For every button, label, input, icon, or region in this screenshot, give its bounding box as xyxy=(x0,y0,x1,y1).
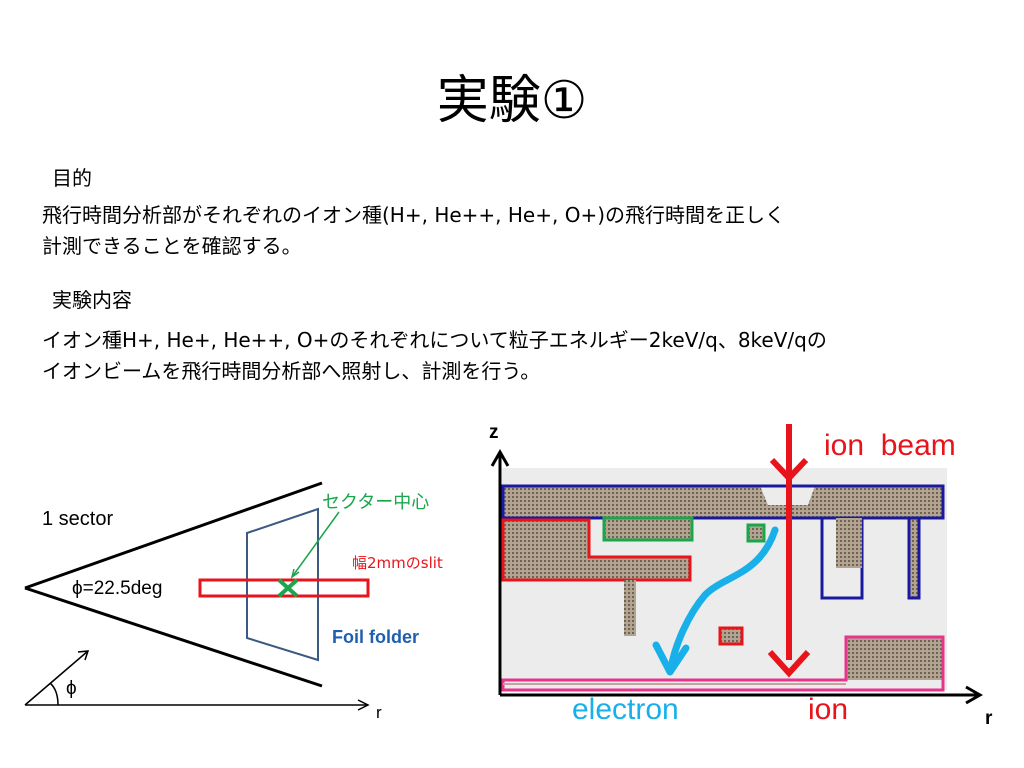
phi-ray xyxy=(24,650,89,706)
center-pointer-line xyxy=(291,511,340,578)
slit-rect xyxy=(198,578,370,598)
ion-label: ion xyxy=(808,693,848,726)
vertical-post xyxy=(624,580,636,636)
ion-beam-label: ion beam xyxy=(824,429,956,462)
sector-center-marker xyxy=(277,578,299,598)
phi-ray-arrowhead xyxy=(77,650,90,661)
slide-title: 実験① xyxy=(436,71,588,131)
sector-lower-edge xyxy=(24,586,323,688)
ion-beam-arrowhead-top xyxy=(769,457,809,483)
green-box-hatch xyxy=(604,518,692,540)
right-r-axis-arrowhead xyxy=(965,685,984,705)
purpose-heading: 目的 xyxy=(52,166,92,190)
z-axis-arrowhead xyxy=(490,448,510,467)
small-red-square xyxy=(718,626,744,646)
phi-arc xyxy=(49,682,59,706)
sector-label: 1 sector xyxy=(42,508,113,530)
content-heading: 実験内容 xyxy=(52,288,132,312)
left-r-axis-label: r xyxy=(376,703,382,722)
right-r-axis-label: r xyxy=(985,708,993,729)
top-plate xyxy=(503,486,943,518)
ion-arrowhead-bottom xyxy=(767,649,811,678)
blue-post xyxy=(907,516,921,600)
r-axis-arrowhead xyxy=(357,699,370,711)
blue-chamber-hatch xyxy=(836,518,862,568)
sector-center-label: セクター中心 xyxy=(322,492,429,513)
top-plate-outline xyxy=(501,484,945,520)
green-box xyxy=(602,516,694,542)
phi-symbol-label: ϕ xyxy=(66,678,77,699)
electron-label: electron xyxy=(572,693,679,726)
content-line-1: イオン種H+, He+, He++, O+のそれぞれについて粒子エネルギー2ke… xyxy=(42,328,827,352)
small-green-square xyxy=(746,523,766,543)
foil-folder-label: Foil folder xyxy=(332,627,419,647)
left-red-structure xyxy=(501,518,692,582)
center-pointer-head xyxy=(290,568,300,579)
sector-upper-edge xyxy=(24,481,323,590)
electron-path-arrow xyxy=(667,526,779,672)
content-line-2: イオンビームを飛行時間分析部へ照射し、計測を行う。 xyxy=(42,359,541,383)
phi-value-label: ϕ=22.5deg xyxy=(72,578,162,599)
slit-label: 幅2mmのslit xyxy=(352,554,443,572)
z-axis-label: z xyxy=(489,422,499,443)
bottom-block-hatch xyxy=(846,637,943,680)
foil-folder-outline xyxy=(246,507,319,662)
left-step-hatch xyxy=(589,557,689,580)
electron-arrowhead xyxy=(652,641,690,676)
bottom-magenta-structure xyxy=(501,635,945,692)
purpose-line-2: 計測できることを確認する。 xyxy=(42,234,302,258)
purpose-line-1: 飛行時間分析部がそれぞれのイオン種(H+, He++, He+, O+)の飛行時… xyxy=(42,203,786,227)
left-block-hatch xyxy=(503,520,589,580)
